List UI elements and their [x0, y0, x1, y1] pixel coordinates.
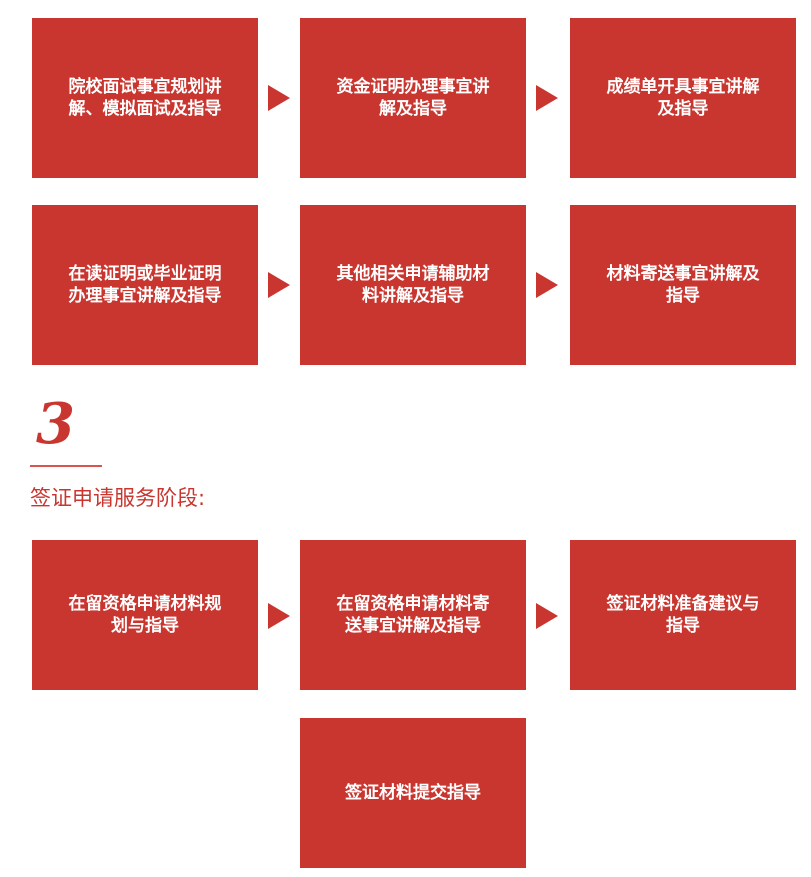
step-label: 签证材料准备建议与 指导 [606, 594, 760, 636]
arrow-right-icon [536, 603, 558, 629]
step-label: 院校面试事宜规划讲 解、模拟面试及指导 [68, 77, 222, 119]
arrow-right-icon [536, 272, 558, 298]
arrow-right-icon [268, 603, 290, 629]
step-label: 资金证明办理事宜讲 解及指导 [336, 77, 490, 119]
arrow-right-icon [268, 272, 290, 298]
step-label: 材料寄送事宜讲解及 指导 [606, 264, 760, 306]
step-box-visa-preparation: 签证材料准备建议与 指导 [570, 540, 796, 690]
step-box-residence-mailing: 在留资格申请材料寄 送事宜讲解及指导 [300, 540, 526, 690]
arrow-right-icon [536, 85, 558, 111]
step-box-interview-planning: 院校面试事宜规划讲 解、模拟面试及指导 [32, 18, 258, 178]
step-box-material-mailing: 材料寄送事宜讲解及 指导 [570, 205, 796, 365]
step-box-other-materials: 其他相关申请辅助材 料讲解及指导 [300, 205, 526, 365]
step-label: 在读证明或毕业证明 办理事宜讲解及指导 [68, 264, 222, 306]
step-box-visa-submission: 签证材料提交指导 [300, 718, 526, 868]
step-label: 其他相关申请辅助材 料讲解及指导 [336, 264, 490, 306]
arrow-right-icon [268, 85, 290, 111]
step-label: 签证材料提交指导 [345, 783, 481, 803]
stage-number-underline [30, 465, 102, 467]
step-label: 在留资格申请材料规 划与指导 [68, 594, 222, 636]
step-box-enrollment-proof: 在读证明或毕业证明 办理事宜讲解及指导 [32, 205, 258, 365]
step-label: 在留资格申请材料寄 送事宜讲解及指导 [336, 594, 490, 636]
step-box-transcript: 成绩单开具事宜讲解 及指导 [570, 18, 796, 178]
section-title: 签证申请服务阶段: [30, 486, 206, 510]
step-box-fund-proof: 资金证明办理事宜讲 解及指导 [300, 18, 526, 178]
stage-number: 3 [36, 391, 75, 457]
step-box-residence-planning: 在留资格申请材料规 划与指导 [32, 540, 258, 690]
step-label: 成绩单开具事宜讲解 及指导 [606, 77, 760, 119]
